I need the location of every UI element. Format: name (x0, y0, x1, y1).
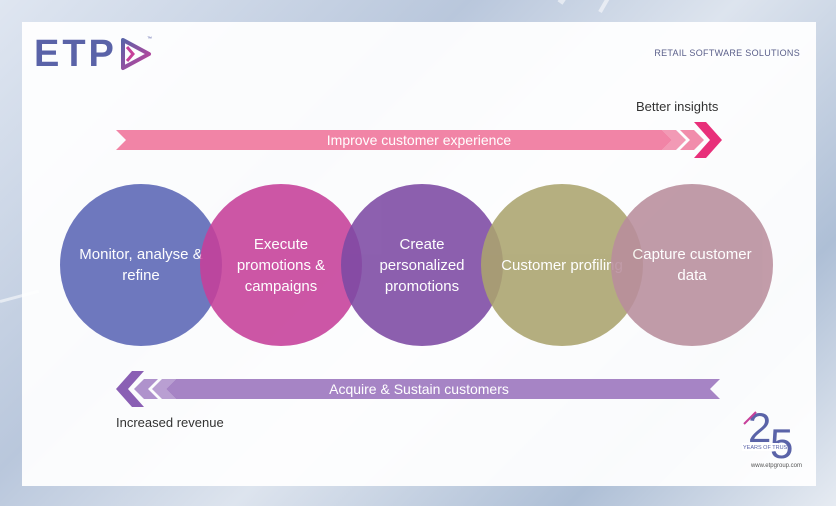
circle-monitor: Monitor, analyse & refine (60, 184, 222, 346)
content-panel: ETP ™ RETAIL SOFTWARE SOLUTIONS Better i… (22, 22, 816, 486)
circle-execute: Execute promotions & campaigns (200, 184, 362, 346)
circle-label: Execute promotions & campaigns (236, 235, 326, 295)
arrow-body (116, 130, 672, 150)
badge-number-5: 5 (770, 420, 793, 464)
tagline: RETAIL SOFTWARE SOLUTIONS (654, 48, 800, 58)
logo-text: ETP (34, 33, 117, 75)
improve-experience-label: Improve customer experience (326, 132, 512, 148)
circle-create: Create personalized promotions (341, 184, 503, 346)
arrow-chevron (152, 379, 176, 399)
background-streak (598, 0, 647, 13)
circle-capture: Capture customer data (611, 184, 773, 346)
play-triangle-icon (120, 38, 151, 70)
arrow-chevron (662, 130, 686, 150)
better-insights-label: Better insights (636, 99, 719, 114)
circle-label: Customer profiling (501, 256, 623, 274)
badge-number-2: 2 (748, 404, 771, 451)
circle-label: Create personalized promotions (379, 235, 465, 295)
arrow-body (166, 379, 720, 399)
etp-logo: ETP ™ (34, 34, 153, 74)
background-streak (557, 0, 632, 5)
arrow-head (694, 122, 722, 158)
badge-caption: YEARS OF TRUST (743, 445, 791, 451)
years-of-trust-badge: 2 5 YEARS OF TRUST (742, 402, 802, 467)
website-url: www.etpgroup.com (750, 463, 802, 469)
circle-label: Monitor, analyse & refine (79, 246, 203, 284)
acquire-sustain-label: Acquire & Sustain customers (329, 381, 509, 397)
process-circles: Monitor, analyse & refine Execute promot… (22, 22, 816, 486)
improve-experience-arrow (116, 122, 722, 158)
increased-revenue-label: Increased revenue (116, 415, 224, 430)
logo-trademark: ™ (147, 36, 152, 42)
circle-label: Capture customer data (632, 246, 752, 284)
arrow-head (116, 371, 144, 407)
arrow-chevron (134, 379, 158, 399)
acquire-sustain-arrow (116, 371, 720, 407)
arrow-chevron (680, 130, 704, 150)
